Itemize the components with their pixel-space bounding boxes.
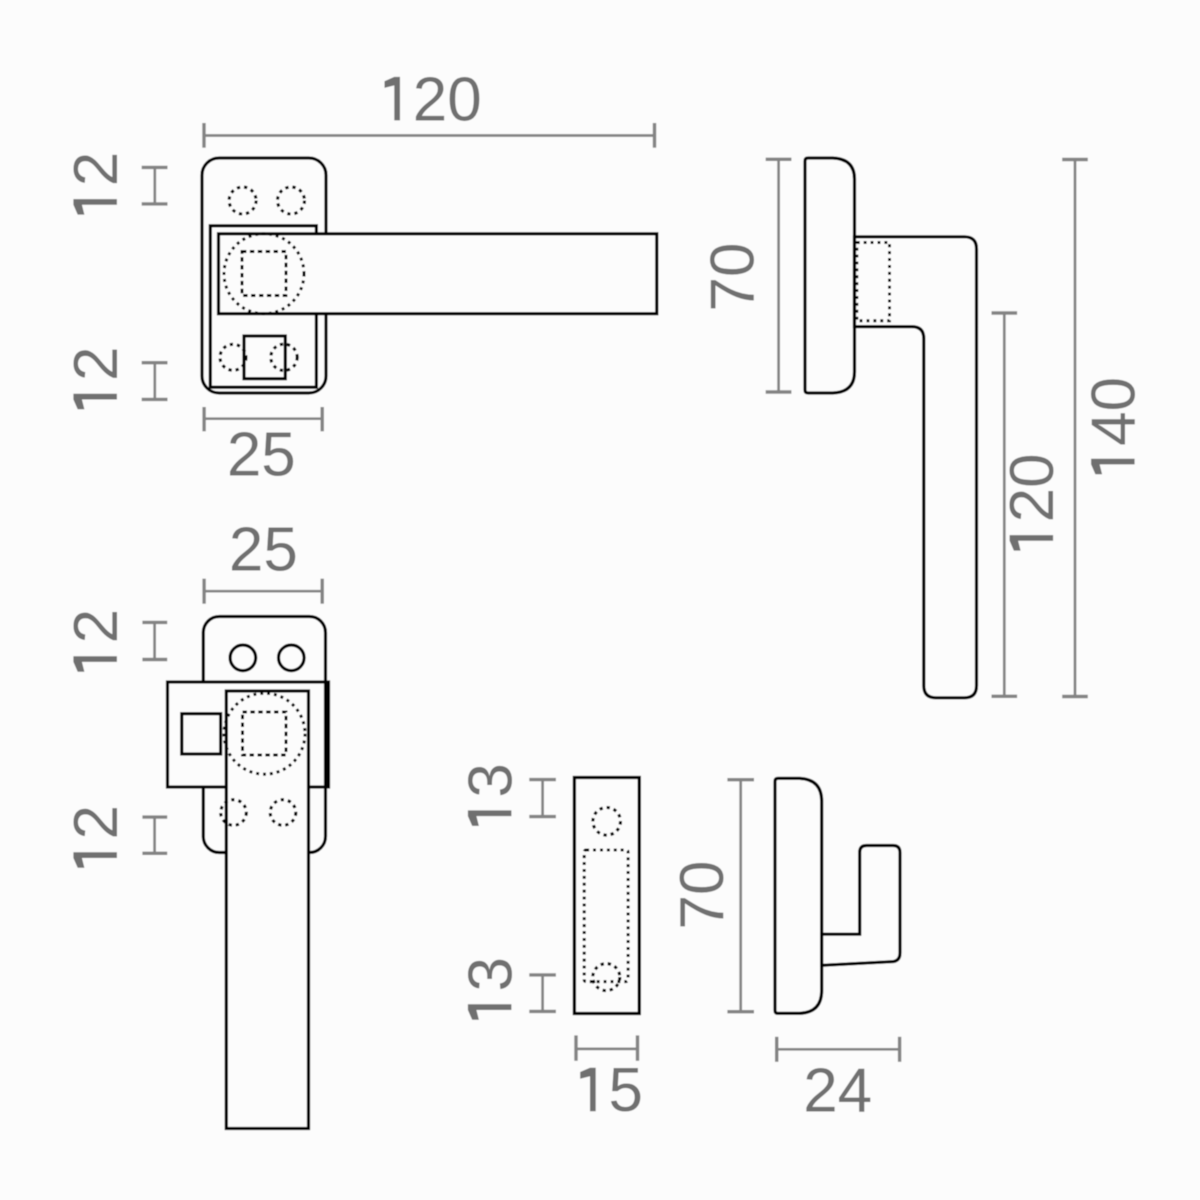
svg-text:25: 25: [227, 420, 296, 489]
svg-text:2: 2: [62, 805, 131, 839]
svg-text:3: 3: [456, 957, 525, 991]
svg-text:40: 40: [1080, 377, 1149, 446]
svg-text:70: 70: [699, 243, 768, 312]
svg-text:2: 2: [62, 347, 131, 381]
svg-text:25: 25: [229, 515, 298, 584]
svg-text:20: 20: [998, 453, 1067, 522]
svg-text:24: 24: [803, 1057, 872, 1126]
svg-text:3: 3: [456, 763, 525, 797]
svg-text:5: 5: [609, 1056, 643, 1125]
svg-text:20: 20: [413, 65, 482, 134]
svg-text:2: 2: [62, 609, 131, 643]
svg-text:2: 2: [62, 152, 131, 186]
svg-text:70: 70: [668, 861, 737, 930]
